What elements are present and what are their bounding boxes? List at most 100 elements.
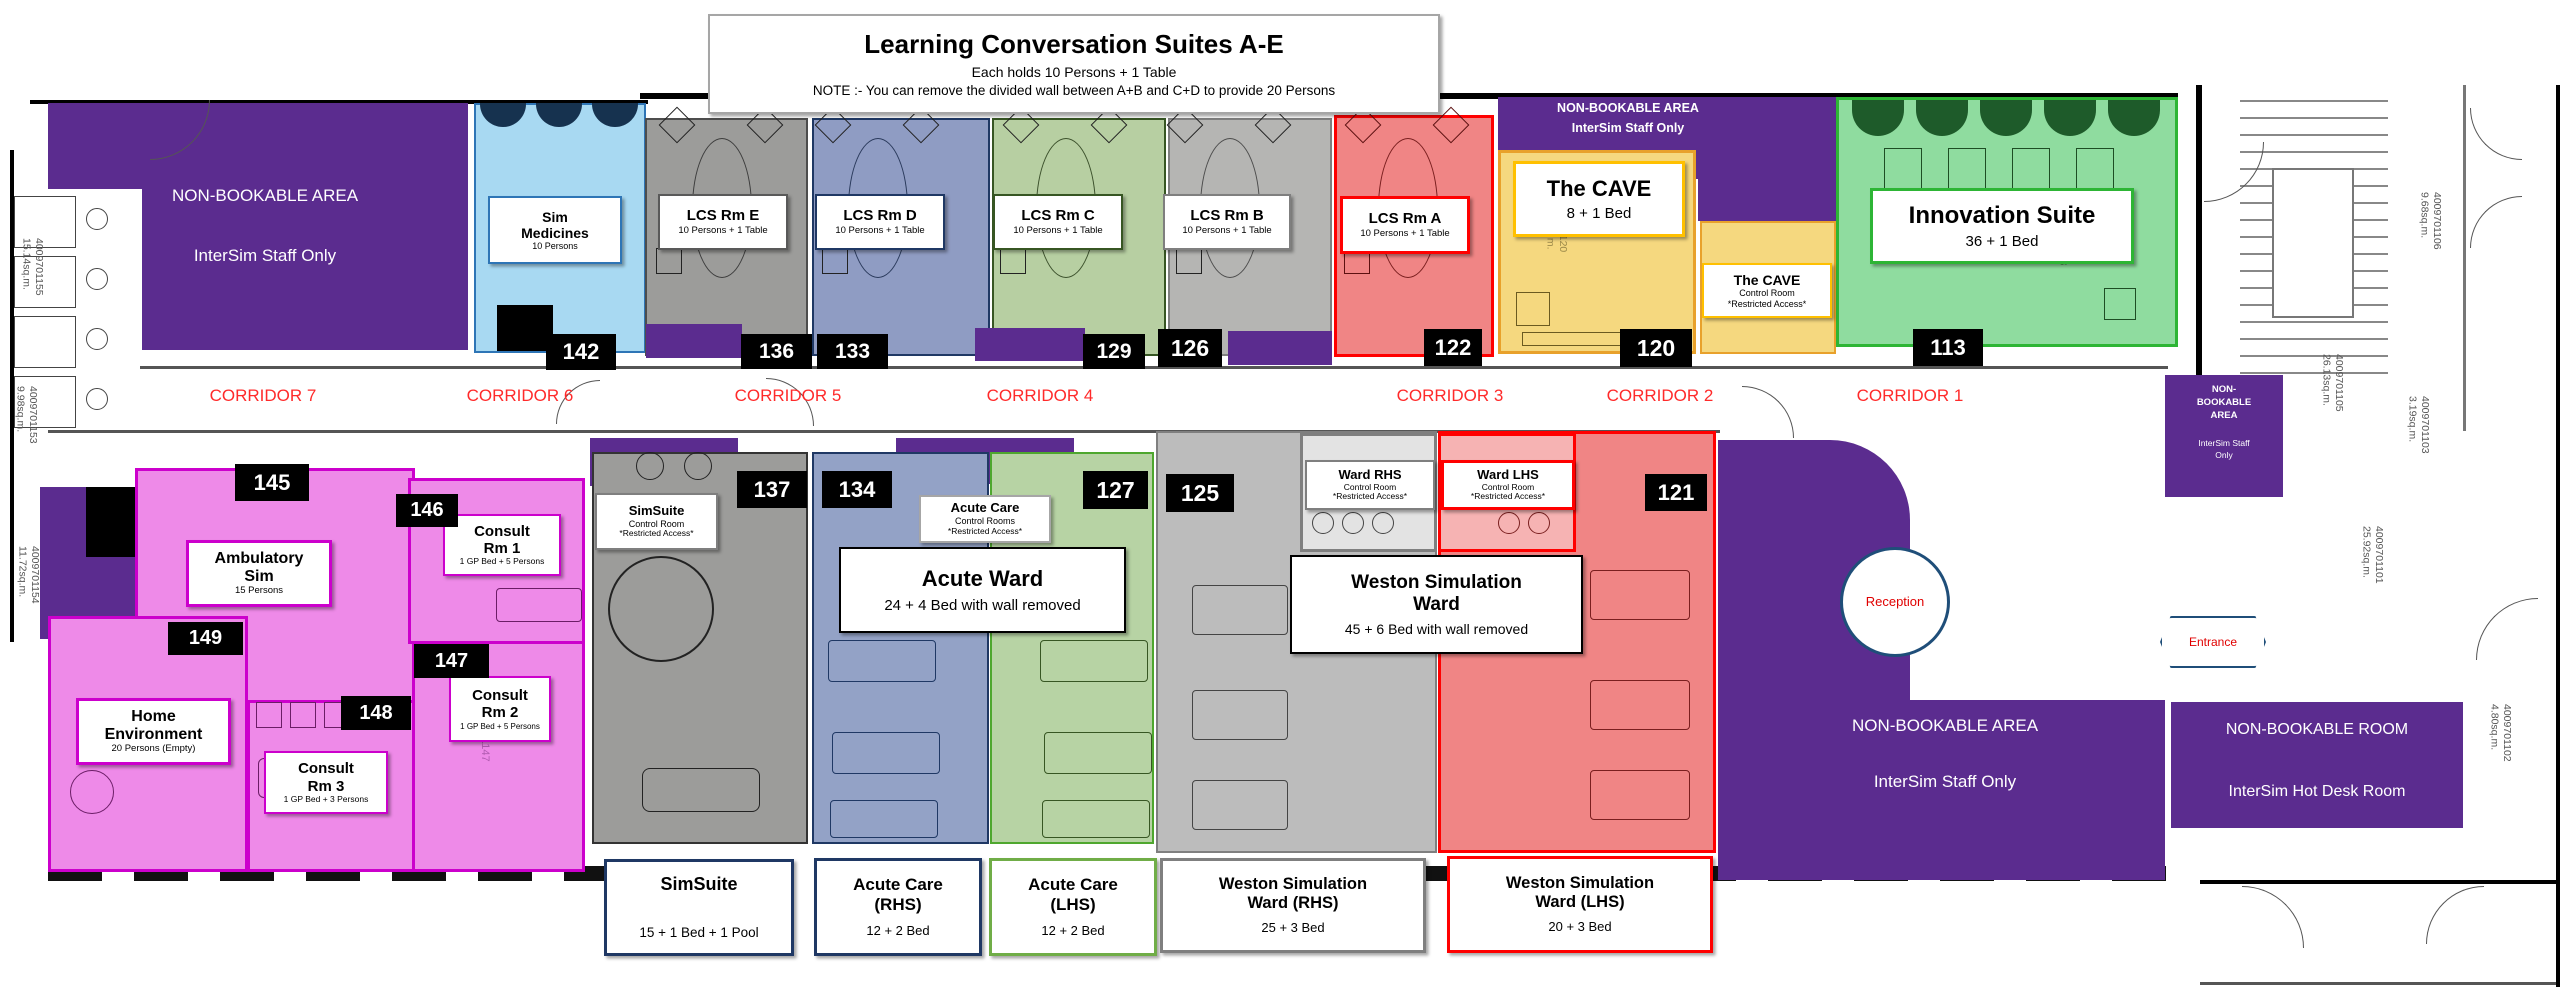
wardctrl-l-circle-2 [1528,512,1550,534]
label-lcs-b-line-2: 10 Persons + 1 Table [1182,225,1272,237]
wc-toilet-4 [86,388,108,410]
area-nonbookable-right-small[interactable] [2165,375,2283,497]
label-acute-lhs-bottom-line-2: (LHS) [1050,894,1096,914]
label-simsuite-bottom-line-1: SimSuite [660,874,738,895]
badge-120[interactable]: 120 [1620,329,1692,367]
area-nonbookable-hotdesk[interactable] [2171,702,2463,828]
label-cave-line-1: The CAVE [1546,176,1652,202]
corridor-5-label: CORRIDOR 5 [734,386,842,405]
label-consult-2-line-3: 1 GP Bed + 5 Persons [460,721,540,731]
label-cave-control-line-3: *Restricted Access* [1727,298,1807,309]
badge-145[interactable]: 145 [235,464,309,501]
wall-right-outer [2556,85,2560,987]
area-nonbookable-topleft-a[interactable] [48,103,468,189]
door-arc-3 [1742,386,1794,438]
wall-right-col [2463,85,2466,431]
badge-133[interactable]: 133 [817,334,888,369]
wall-bottom-right-top [2200,880,2558,884]
door-arc-9 [2426,886,2484,944]
corridor-2-label: CORRIDOR 2 [1606,386,1714,405]
label-weston-lhs-bottom-line-1: Weston Simulation [1505,874,1655,893]
label-acute-control-line-3: *Restricted Access* [947,525,1023,536]
label-ambulatory-sim-line-1: Ambulatory [214,549,304,567]
bed-weston-r2 [1192,690,1288,740]
sqm-4009701103: 4009701103 3.19sq.m. [2406,396,2432,454]
sqm-4009701155: 4009701155 15.14sq.m. [20,238,46,296]
nonbookable-cave-line1: NON-BOOKABLE AREA [1557,101,1699,115]
wc-stall-1 [14,196,76,248]
reception-marker[interactable]: Reception [1840,547,1950,657]
amb-monitor-1 [256,702,282,728]
label-consult-1-line-2: Rm 1 [483,540,521,558]
corridor-top-line [140,366,2168,369]
label-consult-2-line-1: Consult [472,687,528,705]
label-lcs-d-line-2: 10 Persons + 1 Table [835,225,925,237]
black-door-block [497,305,553,351]
door-arc-7 [2476,598,2538,660]
badge-126[interactable]: 126 [1158,329,1222,367]
innov-monitor-4 [2076,148,2114,192]
badge-147[interactable]: 147 [414,644,489,678]
label-consult-3-line-1: Consult [298,760,354,778]
badge-146[interactable]: 146 [396,494,458,527]
simsuite-bed [642,768,760,812]
badge-129[interactable]: 129 [1083,334,1145,369]
label-acute-rhs-bottom-line-2: (RHS) [874,894,922,914]
nonbookable-topleft-line1: NON-BOOKABLE AREA [171,186,359,205]
innov-monitor-2 [1948,148,1986,192]
entrance-marker[interactable]: Entrance [2160,616,2266,668]
badge-142[interactable]: 142 [546,334,616,370]
label-sim-medicines-line-1: Sim [542,208,568,225]
nonbookable-topleft-line2: InterSim Staff Only [193,246,337,265]
badge-127[interactable]: 127 [1083,471,1148,509]
strip-purple-n3 [1228,331,1332,365]
banner-lcs-line-3: NOTE :- You can remove the divided wall … [812,82,1336,98]
label-ward-rhs-line-2: Control Room [1343,481,1397,492]
innov-monitor-3 [2012,148,2050,192]
badge-134[interactable]: 134 [822,471,892,508]
label-consult-2-line-2: Rm 2 [481,704,519,722]
area-nonbookable-topleft-b[interactable] [142,188,468,350]
label-sim-medicines-line-3: 10 Persons [532,240,578,251]
label-consult-1-line-1: Consult [474,522,530,540]
badge-125[interactable]: 125 [1166,474,1234,512]
bed-weston-r3 [1192,780,1288,830]
sqm-4009701153: 4009701153 9.98sq.m. [14,386,40,444]
badge-113[interactable]: 113 [1913,329,1983,366]
badge-121[interactable]: 121 [1645,474,1707,511]
label-lcs-c-line-1: LCS Rm C [1021,206,1095,224]
wall-top-left [30,100,648,104]
label-acute-control-line-1: Acute Care [950,500,1020,516]
label-home-environment-line-2: Environment [104,726,203,744]
nonbookable-main-line2: InterSim Staff Only [1873,772,2017,791]
badge-136[interactable]: 136 [741,334,812,369]
wall-right-inner [2196,85,2202,433]
label-lcs-d-line-1: LCS Rm D [843,206,917,224]
door-arc-8 [2242,886,2304,948]
consult1-bed [496,588,582,622]
corridor-4-label: CORRIDOR 4 [986,386,1094,405]
label-simsuite-control-line-3: *Restricted Access* [619,528,694,539]
wall-bottom-right-bottom [2200,982,2556,985]
right-small-line4: InterSim Staff [2198,438,2250,448]
area-nonbookable-cave-b[interactable] [1698,97,1836,221]
label-weston-ward-line-2: Ward [1413,593,1460,615]
badge-122[interactable]: 122 [1424,329,1482,366]
simsuite-pool [608,556,714,662]
badge-148[interactable]: 148 [341,696,411,730]
banner-lcs-line-1: Learning Conversation Suites A-E [864,28,1284,59]
wall-left [10,150,14,642]
badge-137[interactable]: 137 [737,471,807,508]
label-lcs-a-line-2: 10 Persons + 1 Table [1360,228,1450,240]
sqm-4009701105: 4009701105 26.13sq.m. [2320,354,2346,412]
label-ambulatory-sim-line-2: Sim [244,568,274,586]
badge-149[interactable]: 149 [168,622,243,655]
area-nonbookable-main-b[interactable] [1718,700,2165,880]
